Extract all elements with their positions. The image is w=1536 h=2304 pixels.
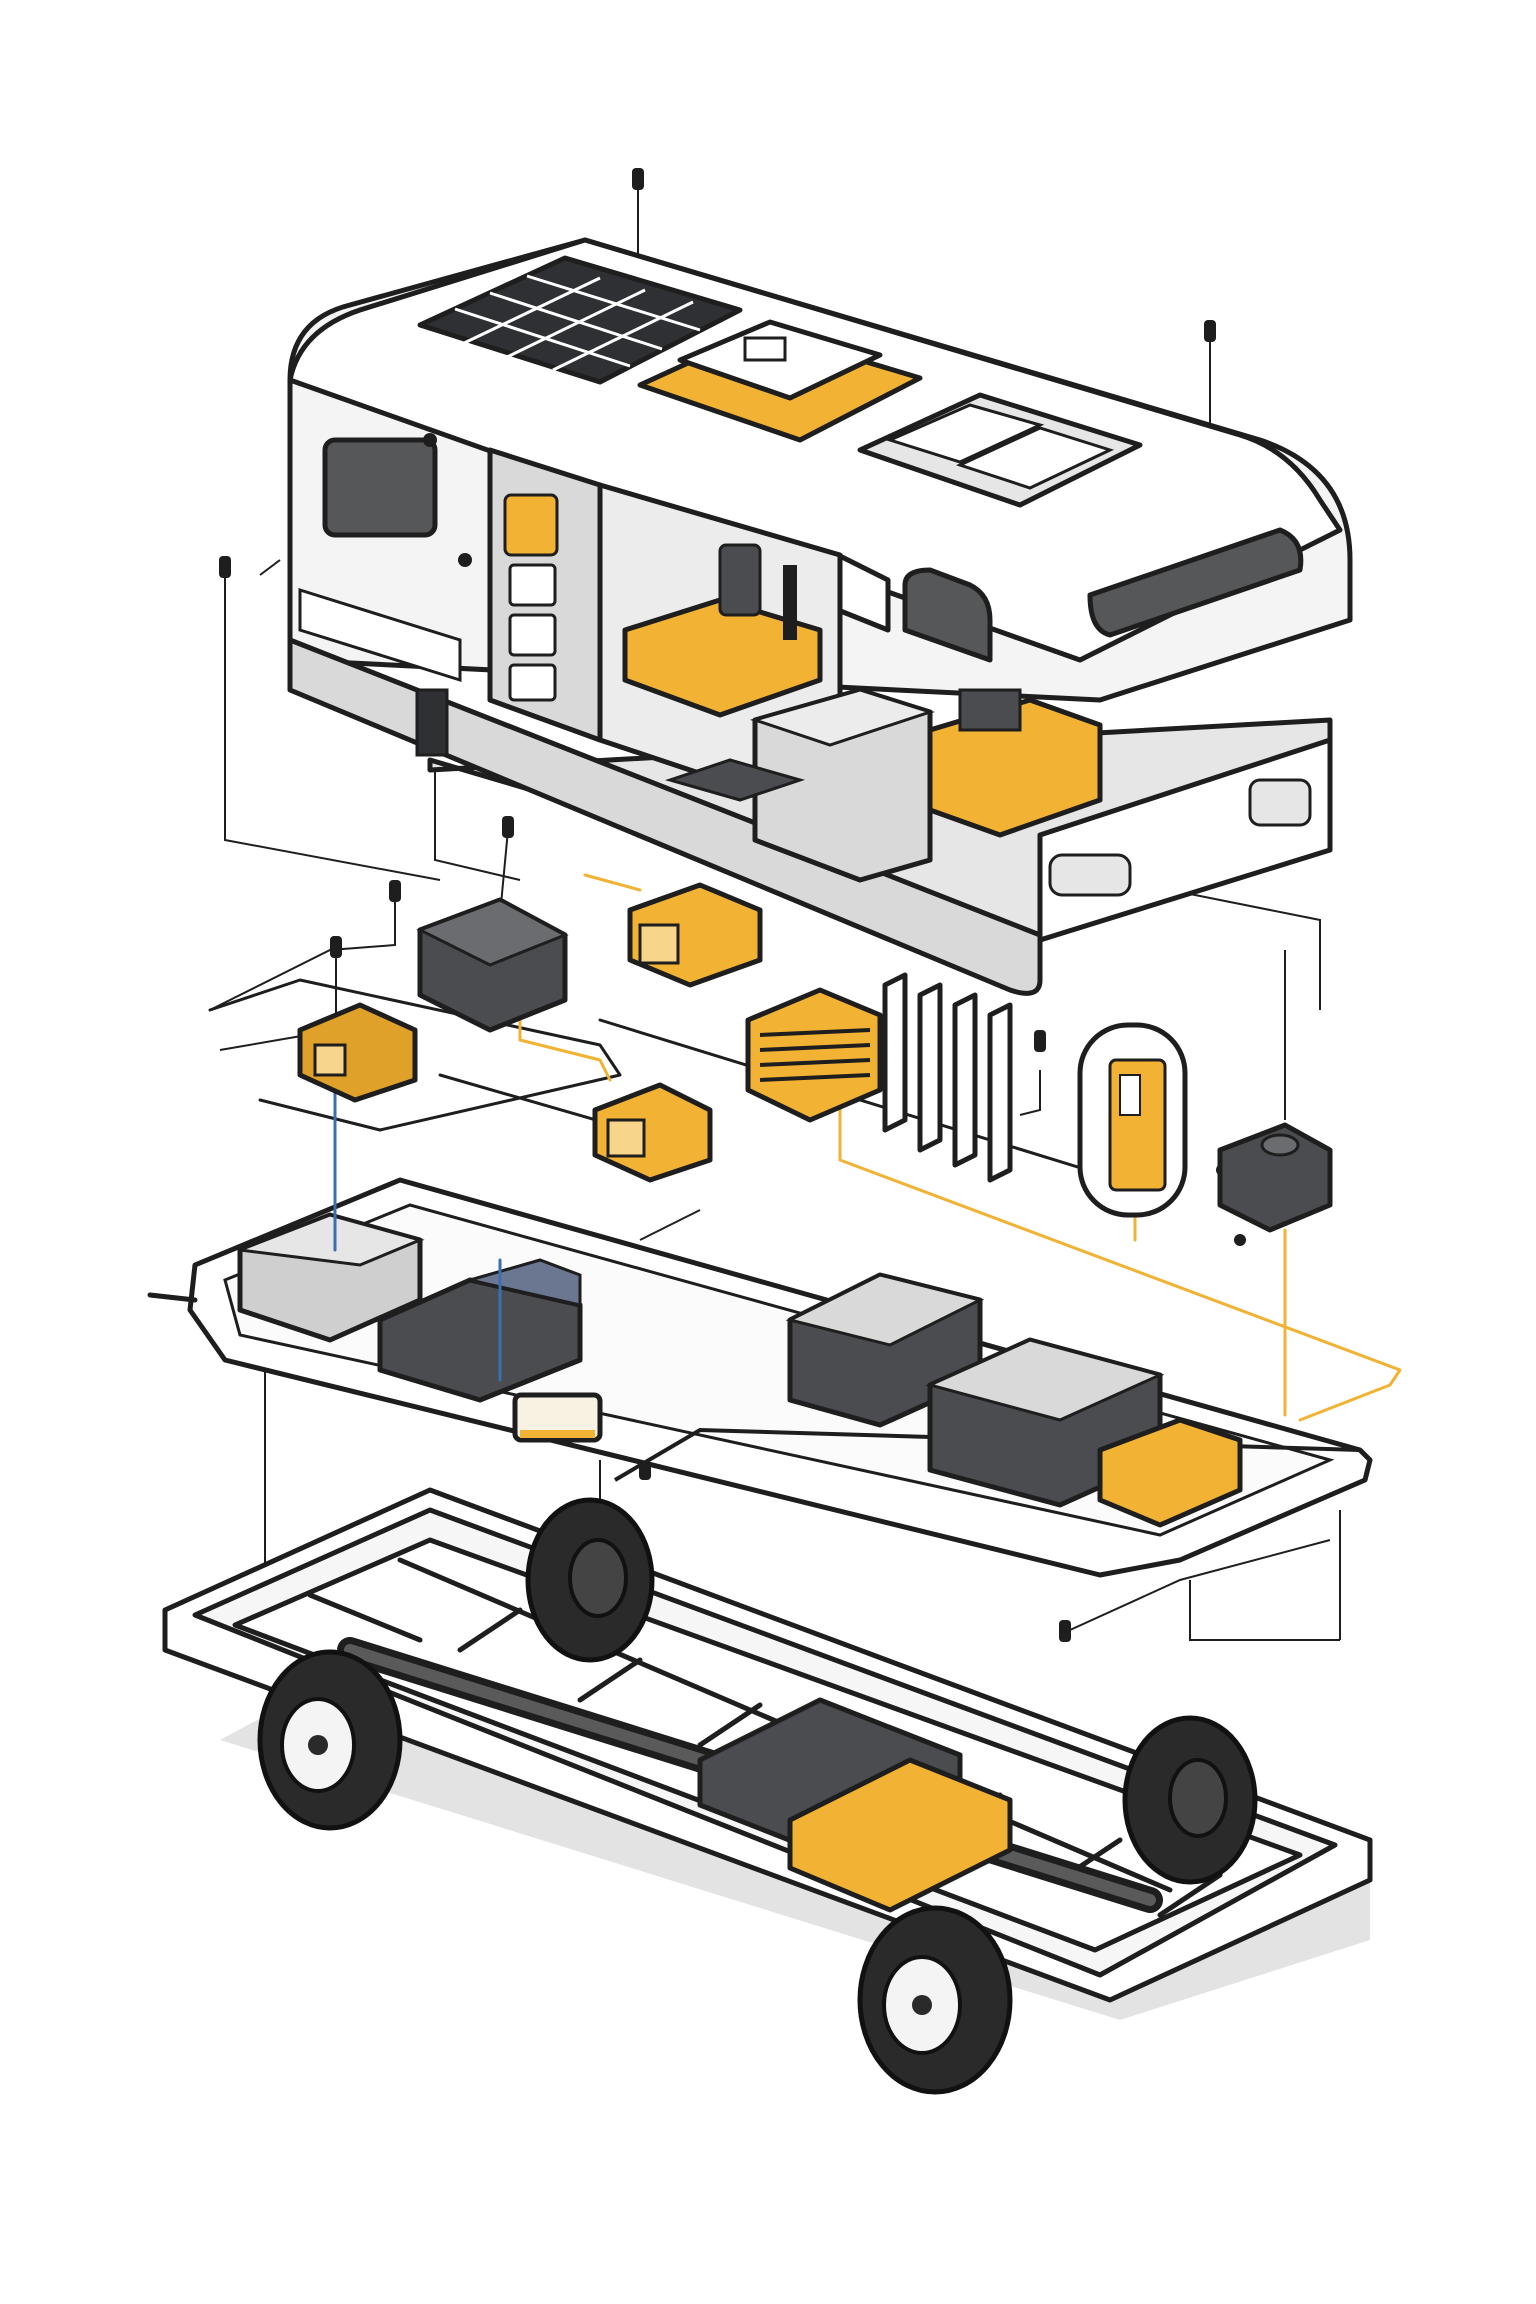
wheel-rear-right	[525, 1497, 655, 1663]
inverter-top	[416, 898, 569, 967]
control-panel-screen	[1119, 1074, 1141, 1116]
battery-monitor	[512, 1392, 603, 1443]
module-face	[313, 1043, 347, 1077]
pump-unit-cap	[1260, 1133, 1300, 1157]
boiler-unit	[927, 697, 1103, 838]
wheel-front-right	[1122, 1715, 1258, 1885]
leader-line-fuse	[1019, 1070, 1041, 1116]
pump-unit	[1217, 1122, 1333, 1233]
fuse-icon	[987, 1002, 1013, 1183]
front-window-strip	[1087, 527, 1304, 638]
grey-water-tank-top	[925, 1338, 1165, 1422]
pin	[330, 936, 342, 958]
leader-lines	[209, 180, 1341, 1660]
wheel-rear-left	[257, 1649, 403, 1831]
pin	[389, 880, 401, 902]
hub-icon	[568, 1538, 628, 1618]
pin	[1034, 1030, 1046, 1052]
leader-pins	[219, 168, 1246, 1642]
door-handle-dot	[423, 433, 437, 447]
control-panel	[1077, 1022, 1188, 1218]
hub-center	[308, 1735, 328, 1755]
roof-ac-right	[955, 426, 1115, 490]
external-socket	[415, 688, 449, 757]
side-window-rear	[322, 437, 438, 538]
solar-panel-grid	[454, 274, 701, 372]
utility-floor-layer	[147, 1177, 1373, 1578]
floor-step	[1248, 778, 1312, 827]
heat-sink	[745, 987, 883, 1123]
leader-line-floor-top	[639, 1209, 701, 1241]
side-window-cab	[902, 567, 993, 663]
chassis-battery-yellow	[787, 1757, 1013, 1913]
camper-body-layer	[287, 237, 1353, 996]
door-shelf	[508, 663, 557, 702]
electrical-layer	[208, 873, 1402, 1422]
wire-yellow-b	[583, 873, 642, 892]
floor-tab	[147, 1292, 198, 1303]
dc-dc-charger-top	[469, 1258, 582, 1307]
door-shelf	[508, 613, 557, 657]
water-pump	[1097, 1417, 1243, 1528]
roof-vent	[637, 319, 923, 443]
battery-monitor-strip	[520, 1430, 595, 1438]
heat-sink-body	[745, 987, 883, 1123]
pin	[219, 556, 231, 578]
pin	[632, 168, 644, 190]
hub-icon	[1168, 1758, 1228, 1838]
coffee-machine	[718, 543, 762, 617]
rear-skirt-panel	[298, 587, 462, 683]
floor-step	[1048, 853, 1132, 897]
pin	[502, 816, 514, 838]
house-battery-top	[239, 1213, 425, 1267]
pin	[1059, 1620, 1071, 1642]
fuse-icon	[952, 992, 978, 1168]
leader-line-chassis	[1069, 1539, 1331, 1631]
wheel-front-left	[857, 1905, 1013, 2095]
wire-yellow-main	[838, 1098, 1402, 1422]
fuse-icon	[917, 982, 943, 1153]
module-face	[638, 923, 680, 965]
pin	[1204, 320, 1216, 342]
roof-ac-left	[885, 403, 1045, 464]
leader-tick-left	[259, 559, 281, 576]
solar-panel-icon	[417, 255, 743, 385]
door-storage-yellow	[503, 493, 559, 557]
door-handle-dot	[458, 553, 472, 567]
water-tank-top	[785, 1273, 985, 1347]
leader-line-chassis-right	[1189, 1580, 1340, 1641]
charge-controller-mid	[592, 1082, 713, 1183]
leader-line-left	[224, 568, 441, 881]
wire-loop-black	[208, 978, 622, 1132]
door-shelf	[508, 563, 557, 607]
floor-grate	[664, 758, 806, 802]
module-face	[606, 1118, 646, 1158]
fuse-icon	[882, 972, 908, 1133]
leader-line-box	[434, 760, 521, 881]
roof-ac-unit	[857, 392, 1143, 508]
charge-controller-top	[627, 882, 763, 988]
hub-center	[912, 1995, 932, 2015]
camper-skirt	[287, 637, 1043, 996]
leader-line-mid	[209, 890, 396, 1011]
fuse-bank	[882, 972, 1013, 1183]
pump-unit-body	[1217, 1122, 1333, 1233]
heat-sink-fins	[759, 1028, 871, 1082]
boiler-top	[958, 688, 1022, 732]
chassis-layer	[162, 1487, 1373, 2095]
pin-dot	[1234, 1234, 1246, 1246]
roof-vent-window	[743, 336, 787, 362]
charge-controller-left	[297, 1002, 418, 1103]
bench-seat-top	[749, 688, 935, 747]
